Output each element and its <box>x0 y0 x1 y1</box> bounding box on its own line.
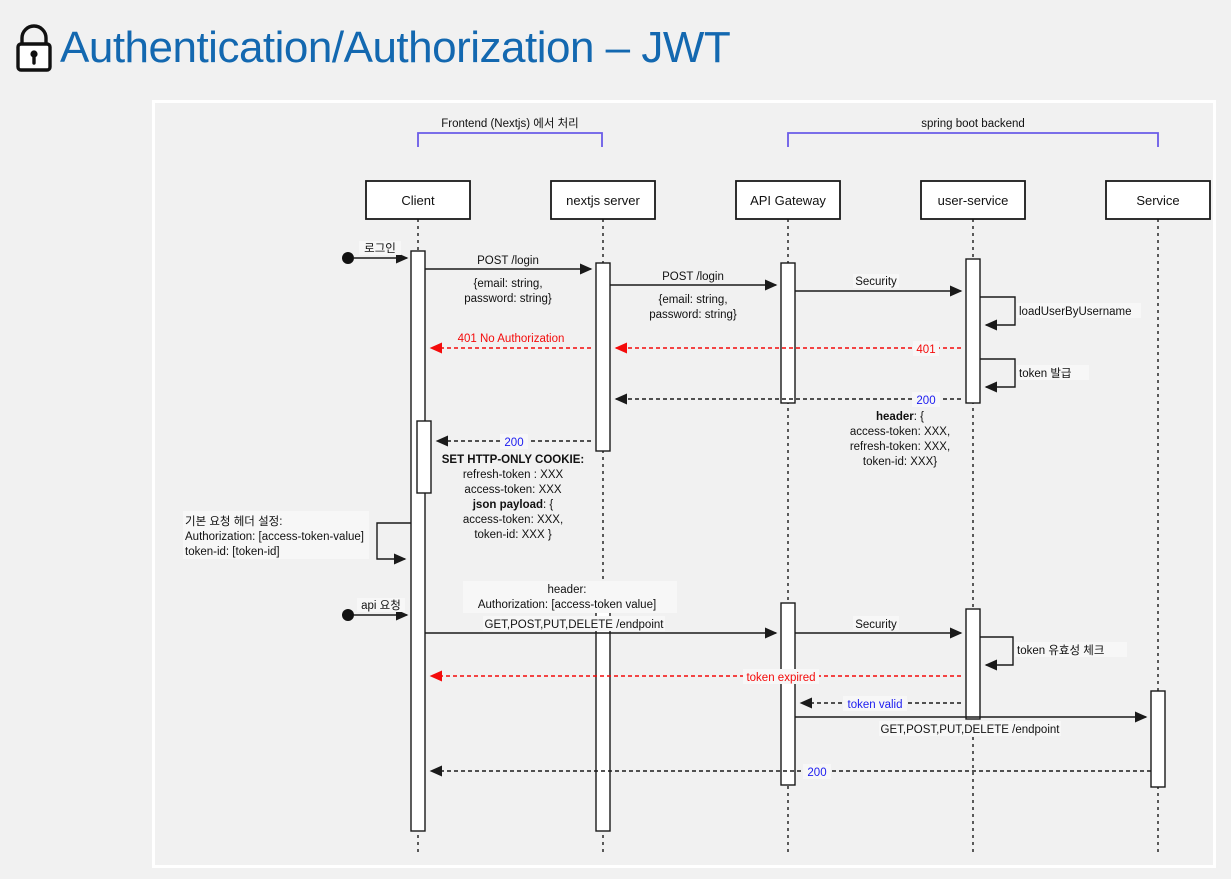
svg-text:header: {: header: { <box>876 411 924 423</box>
message-label-post-login-1: POST /login <box>477 255 539 267</box>
message-label-200-b: 200 <box>504 437 523 449</box>
message-label-token-issue: token 발급 <box>1019 367 1072 380</box>
activation-gateway-login <box>780 262 796 404</box>
entry-label-login: 로그인 <box>364 242 396 255</box>
entry-point-login: 로그인 <box>342 241 409 264</box>
message-token-expired: token expired <box>429 669 961 684</box>
participant-nextjs-server[interactable]: nextjs server <box>550 180 656 220</box>
note-default-header-line3: token-id: [token-id] <box>185 546 280 558</box>
note-cookie-line1: SET HTTP-ONLY COOKIE: <box>442 454 585 466</box>
sequence-diagram-canvas: Frontend (Nextjs) 에서 처리 spring boot back… <box>183 117 1211 855</box>
note-gateway-header-line4: token-id: XXX} <box>863 456 937 468</box>
group-label-backend: spring boot backend <box>921 118 1025 130</box>
message-label-endpoint-2: GET,POST,PUT,DELETE /endpoint <box>881 724 1061 736</box>
message-post-login-nextjs-gateway: POST /login {email: string, password: st… <box>610 271 778 321</box>
message-401-nextjs-client: 401 No Authorization <box>429 333 591 354</box>
note-set-http-only-cookie: SET HTTP-ONLY COOKIE: refresh-token : XX… <box>442 454 585 541</box>
participant-user-service[interactable]: user-service <box>920 180 1026 220</box>
note-cookie-line4-key: json payload <box>472 499 543 511</box>
note-cookie-line2: refresh-token : XXX <box>463 469 564 481</box>
entry-label-api-request: api 요청 <box>361 599 401 612</box>
activation-gateway-api <box>780 602 796 786</box>
message-body-post-login-2-line2: password: string} <box>649 309 737 321</box>
message-label-load-user-by-username: loadUserByUsername <box>1019 306 1132 318</box>
message-body-post-login-1-line2: password: string} <box>464 293 552 305</box>
note-gateway-header-line3: refresh-token: XXX, <box>850 441 950 453</box>
message-label-token-valid: token valid <box>848 699 903 711</box>
message-200-nextjs-client: 200 <box>435 434 591 449</box>
note-gateway-header-line1-key: header <box>876 411 914 423</box>
message-200-final: 200 <box>429 764 1151 779</box>
message-token-valid: token valid <box>799 696 961 711</box>
message-self-default-headers: 기본 요청 헤더 설정: Authorization: [access-toke… <box>183 511 411 565</box>
entry-point-api-request: api 요청 <box>342 598 409 621</box>
message-self-load-user-by-username: loadUserByUsername <box>980 296 1141 331</box>
message-security-login: Security <box>795 274 963 297</box>
sequence-diagram-frame: Frontend (Nextjs) 에서 처리 spring boot back… <box>152 100 1216 868</box>
group-label-frontend: Frontend (Nextjs) 에서 처리 <box>441 117 579 130</box>
svg-text:json payload: {: json payload: { <box>472 499 554 511</box>
participant-label-service: Service <box>1136 193 1179 208</box>
group-bracket-frontend: Frontend (Nextjs) 에서 처리 <box>417 117 603 147</box>
participant-label-user-service: user-service <box>938 193 1009 208</box>
message-200-userservice-nextjs: 200 <box>614 392 961 407</box>
note-gateway-header-line2: access-token: XXX, <box>850 426 950 438</box>
note-cookie-line5: access-token: XXX, <box>463 514 563 526</box>
group-bracket-backend: spring boot backend <box>787 118 1159 147</box>
message-label-security-2: Security <box>855 619 897 631</box>
participant-label-api-gateway: API Gateway <box>750 193 826 208</box>
message-401-userservice-nextjs: 401 <box>614 341 961 356</box>
activation-nextjs-api <box>595 610 611 832</box>
activation-nextjs-login <box>595 262 611 452</box>
note-api-header-line1: header: <box>547 584 586 596</box>
participant-label-nextjs-server: nextjs server <box>566 193 640 208</box>
lock-icon <box>12 22 56 79</box>
message-label-200-c: 200 <box>807 767 826 779</box>
activation-client-nested <box>416 420 432 494</box>
message-body-post-login-1-line1: {email: string, <box>473 278 542 290</box>
note-cookie-line3: access-token: XXX <box>464 484 561 496</box>
page-header: Authentication/Authorization – JWT <box>0 0 1231 96</box>
message-label-401: 401 <box>916 344 935 356</box>
note-api-request-header: header: Authorization: [access-token val… <box>463 581 677 613</box>
note-default-header-line2: Authorization: [access-token-value] <box>185 531 364 543</box>
participant-client[interactable]: Client <box>365 180 471 220</box>
note-cookie-line4-val: : { <box>543 499 553 511</box>
message-endpoint-gateway-service: GET,POST,PUT,DELETE /endpoint <box>795 711 1148 736</box>
activation-userservice-api <box>965 608 981 720</box>
note-api-header-line2: Authorization: [access-token value] <box>478 599 656 611</box>
message-label-token-validity-check: token 유효성 체크 <box>1017 644 1104 657</box>
message-self-token-validity-check: token 유효성 체크 <box>980 636 1127 671</box>
message-label-token-expired: token expired <box>746 672 815 684</box>
note-cookie-line6: token-id: XXX } <box>474 529 552 541</box>
activation-client-main <box>410 250 426 832</box>
message-post-login-client-nextjs: POST /login {email: string, password: st… <box>425 255 593 305</box>
message-label-401-no-authorization: 401 No Authorization <box>458 333 565 345</box>
participant-service[interactable]: Service <box>1105 180 1211 220</box>
message-label-endpoint-1: GET,POST,PUT,DELETE /endpoint <box>485 619 665 631</box>
participant-label-client: Client <box>401 193 435 208</box>
message-security-api: Security <box>795 616 963 639</box>
page-title: Authentication/Authorization – JWT <box>60 23 731 72</box>
participant-api-gateway[interactable]: API Gateway <box>735 180 841 220</box>
note-gateway-header-line1-val: : { <box>914 411 924 423</box>
message-label-post-login-2: POST /login <box>662 271 724 283</box>
note-gateway-header: header: { access-token: XXX, refresh-tok… <box>850 411 950 468</box>
message-body-post-login-2-line1: {email: string, <box>658 294 727 306</box>
message-label-200-a: 200 <box>916 395 935 407</box>
message-self-token-issue: token 발급 <box>980 358 1089 393</box>
activation-userservice-login <box>965 258 981 404</box>
note-default-header-line1: 기본 요청 헤더 설정: <box>185 515 282 528</box>
activation-service <box>1150 690 1166 788</box>
message-label-security-1: Security <box>855 276 897 288</box>
message-endpoint-client-gateway: GET,POST,PUT,DELETE /endpoint <box>425 616 778 639</box>
